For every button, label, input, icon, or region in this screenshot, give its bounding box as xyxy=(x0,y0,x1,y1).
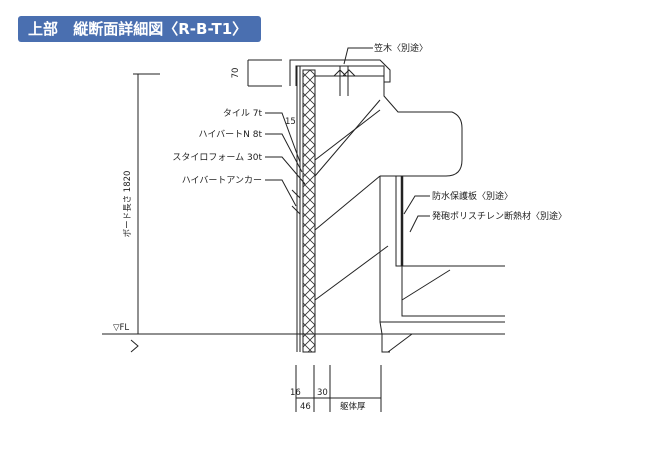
dim-bottom-46: 46 xyxy=(300,402,311,412)
label-styrofoam: スタイロフォーム 30t xyxy=(172,152,262,163)
dim-bottom-30: 30 xyxy=(317,388,328,398)
coping-cap xyxy=(289,59,391,86)
anchor-mark xyxy=(291,189,301,215)
label-tile: タイル 7t xyxy=(223,108,263,119)
parapet-body xyxy=(315,75,463,177)
label-waterproof-board: 防水保護板〈別途〉 xyxy=(432,190,513,202)
title-badge: 上部 縦断面詳細図〈R-B-T1〉 xyxy=(18,16,261,42)
title-section: 上部 xyxy=(28,20,59,38)
waterproof-leader xyxy=(403,195,430,215)
dim-bottom-16: 16 xyxy=(290,388,301,398)
title-name: 縦断面詳細図〈R-B-T1〉 xyxy=(73,20,248,38)
coping-leader xyxy=(343,47,373,65)
label-coping: 笠木〈別途〉 xyxy=(374,42,428,54)
insulation-leader xyxy=(409,215,430,233)
dim-fl: ▽FL xyxy=(113,323,129,333)
styrofoam-layer xyxy=(302,69,316,353)
label-hybert-n: ハイバートN 8t xyxy=(199,129,263,140)
dim-top-height: 70 xyxy=(231,68,241,79)
label-insulation: 発砲ポリスチレン断熱材〈別途〉 xyxy=(432,210,567,222)
dim-offset: 15 xyxy=(285,117,296,127)
dim-body-thickness: 躯体厚 xyxy=(340,401,366,412)
dim-board-length: ボード長さ 1820 xyxy=(123,171,133,238)
label-anchor: ハイバートアンカー xyxy=(182,175,262,186)
